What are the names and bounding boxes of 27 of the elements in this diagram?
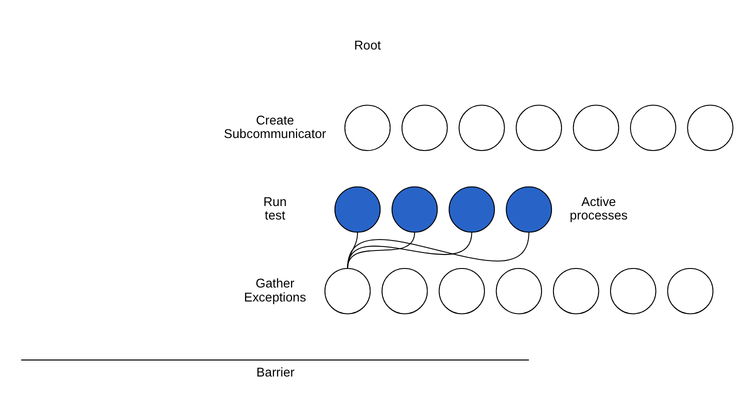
node-circle — [402, 104, 448, 151]
node-circle — [687, 104, 734, 151]
connector — [347, 231, 530, 268]
node-circle — [552, 267, 600, 314]
node-circle — [382, 267, 428, 314]
node-circle — [392, 186, 438, 232]
node-circle — [516, 104, 562, 151]
connector — [347, 231, 416, 268]
node-circle — [630, 104, 676, 151]
label: Barrier — [256, 365, 295, 380]
label: Root — [354, 38, 381, 52]
node-circle — [324, 267, 371, 314]
node-circle — [344, 104, 391, 151]
node-circle — [334, 186, 381, 232]
node-circle — [438, 267, 485, 314]
node-circle — [572, 104, 620, 151]
node-circle — [496, 267, 542, 314]
node-circle — [610, 267, 656, 314]
node-circle — [667, 267, 714, 314]
node-circle — [506, 186, 552, 232]
label: Create Subcommunicator — [224, 112, 326, 141]
label: Run test — [263, 194, 287, 222]
node-circle — [458, 104, 505, 151]
label: Active processes — [570, 194, 628, 222]
connector — [347, 231, 472, 268]
label: Gather Exceptions — [244, 276, 306, 304]
node-circle — [448, 186, 495, 232]
